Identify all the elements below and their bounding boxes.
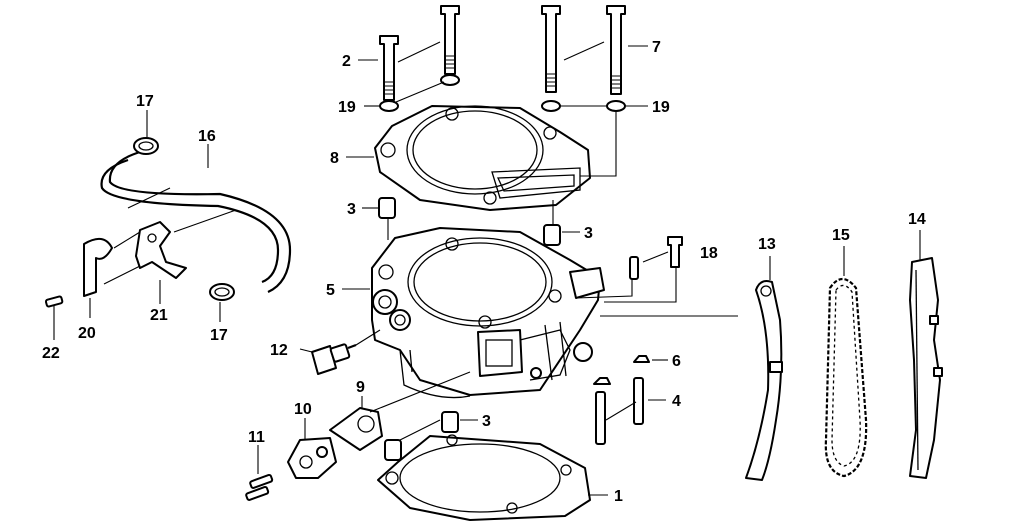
callout-21: 21	[150, 307, 168, 324]
chain-guide-13	[745, 280, 783, 481]
callout-7: 7	[652, 39, 661, 56]
callout-15: 15	[832, 227, 850, 244]
dowel-3-bottom-a	[441, 411, 459, 433]
temp-sensor-12	[311, 343, 357, 375]
callout-12: 12	[270, 342, 288, 359]
head-bolt-2-left	[379, 35, 399, 101]
callout-22: 22	[42, 345, 60, 362]
callout-17-top: 17	[136, 93, 154, 110]
callout-20: 20	[78, 325, 96, 342]
nut-6-right	[633, 355, 650, 363]
dowel-3-top-right	[543, 224, 561, 246]
callout-19-left: 19	[338, 99, 356, 116]
callout-18: 18	[700, 245, 718, 262]
bolt-22	[44, 295, 64, 308]
washer-19-c	[541, 100, 561, 112]
callout-17-bottom: 17	[210, 327, 228, 344]
hose-clamp-17-top	[133, 137, 159, 155]
washer-19-b	[440, 74, 460, 86]
head-bolt-7-right	[606, 5, 626, 95]
head-gasket-8	[374, 105, 591, 211]
leader-lines	[53, 41, 921, 496]
dowel-3-bottom-b	[384, 439, 402, 461]
callout-labels: 1 2 3 3 3 4 5 6 7 8 9 10 11 12 13 14 15 …	[42, 39, 926, 505]
callout-16: 16	[198, 128, 216, 145]
stud-4-right	[633, 377, 644, 425]
tensioner-gasket-9	[329, 407, 383, 451]
cylinder-5	[371, 227, 605, 399]
washer-19-a	[379, 100, 399, 112]
bolt-18-long	[667, 236, 683, 268]
stud-4-left	[595, 391, 606, 445]
callout-3-lower: 3	[482, 413, 491, 430]
water-hose-16	[100, 150, 292, 294]
callout-2: 2	[342, 53, 351, 70]
callout-1: 1	[614, 488, 623, 505]
callout-14: 14	[908, 211, 926, 228]
callout-9: 9	[356, 379, 365, 396]
head-bolt-7-left	[541, 5, 561, 93]
head-bolt-2-right	[440, 5, 460, 75]
callout-8: 8	[330, 150, 339, 167]
callout-4: 4	[672, 393, 681, 410]
hose-clamp-17-bottom	[209, 283, 235, 301]
callout-11: 11	[248, 429, 265, 446]
base-gasket-1	[377, 434, 591, 521]
chain-guide-14	[909, 257, 943, 479]
bracket-21	[135, 221, 187, 279]
callout-5: 5	[326, 282, 335, 299]
tensioner-10	[287, 437, 337, 479]
dowel-3-top-left	[378, 197, 396, 219]
nut-6-left	[593, 377, 611, 385]
bolt-11-lower	[245, 485, 270, 501]
callout-3-upper-right: 3	[584, 225, 593, 242]
callout-6: 6	[672, 353, 681, 370]
callout-19-right: 19	[652, 99, 670, 116]
callout-10: 10	[294, 401, 312, 418]
hose-clip-20	[83, 237, 113, 297]
callout-3-upper-left: 3	[347, 201, 356, 218]
callout-13: 13	[758, 236, 776, 253]
bolt-11-upper	[249, 473, 274, 489]
washer-19-d	[606, 100, 626, 112]
timing-chain-15	[824, 277, 868, 478]
bolt-18-short	[629, 256, 639, 280]
